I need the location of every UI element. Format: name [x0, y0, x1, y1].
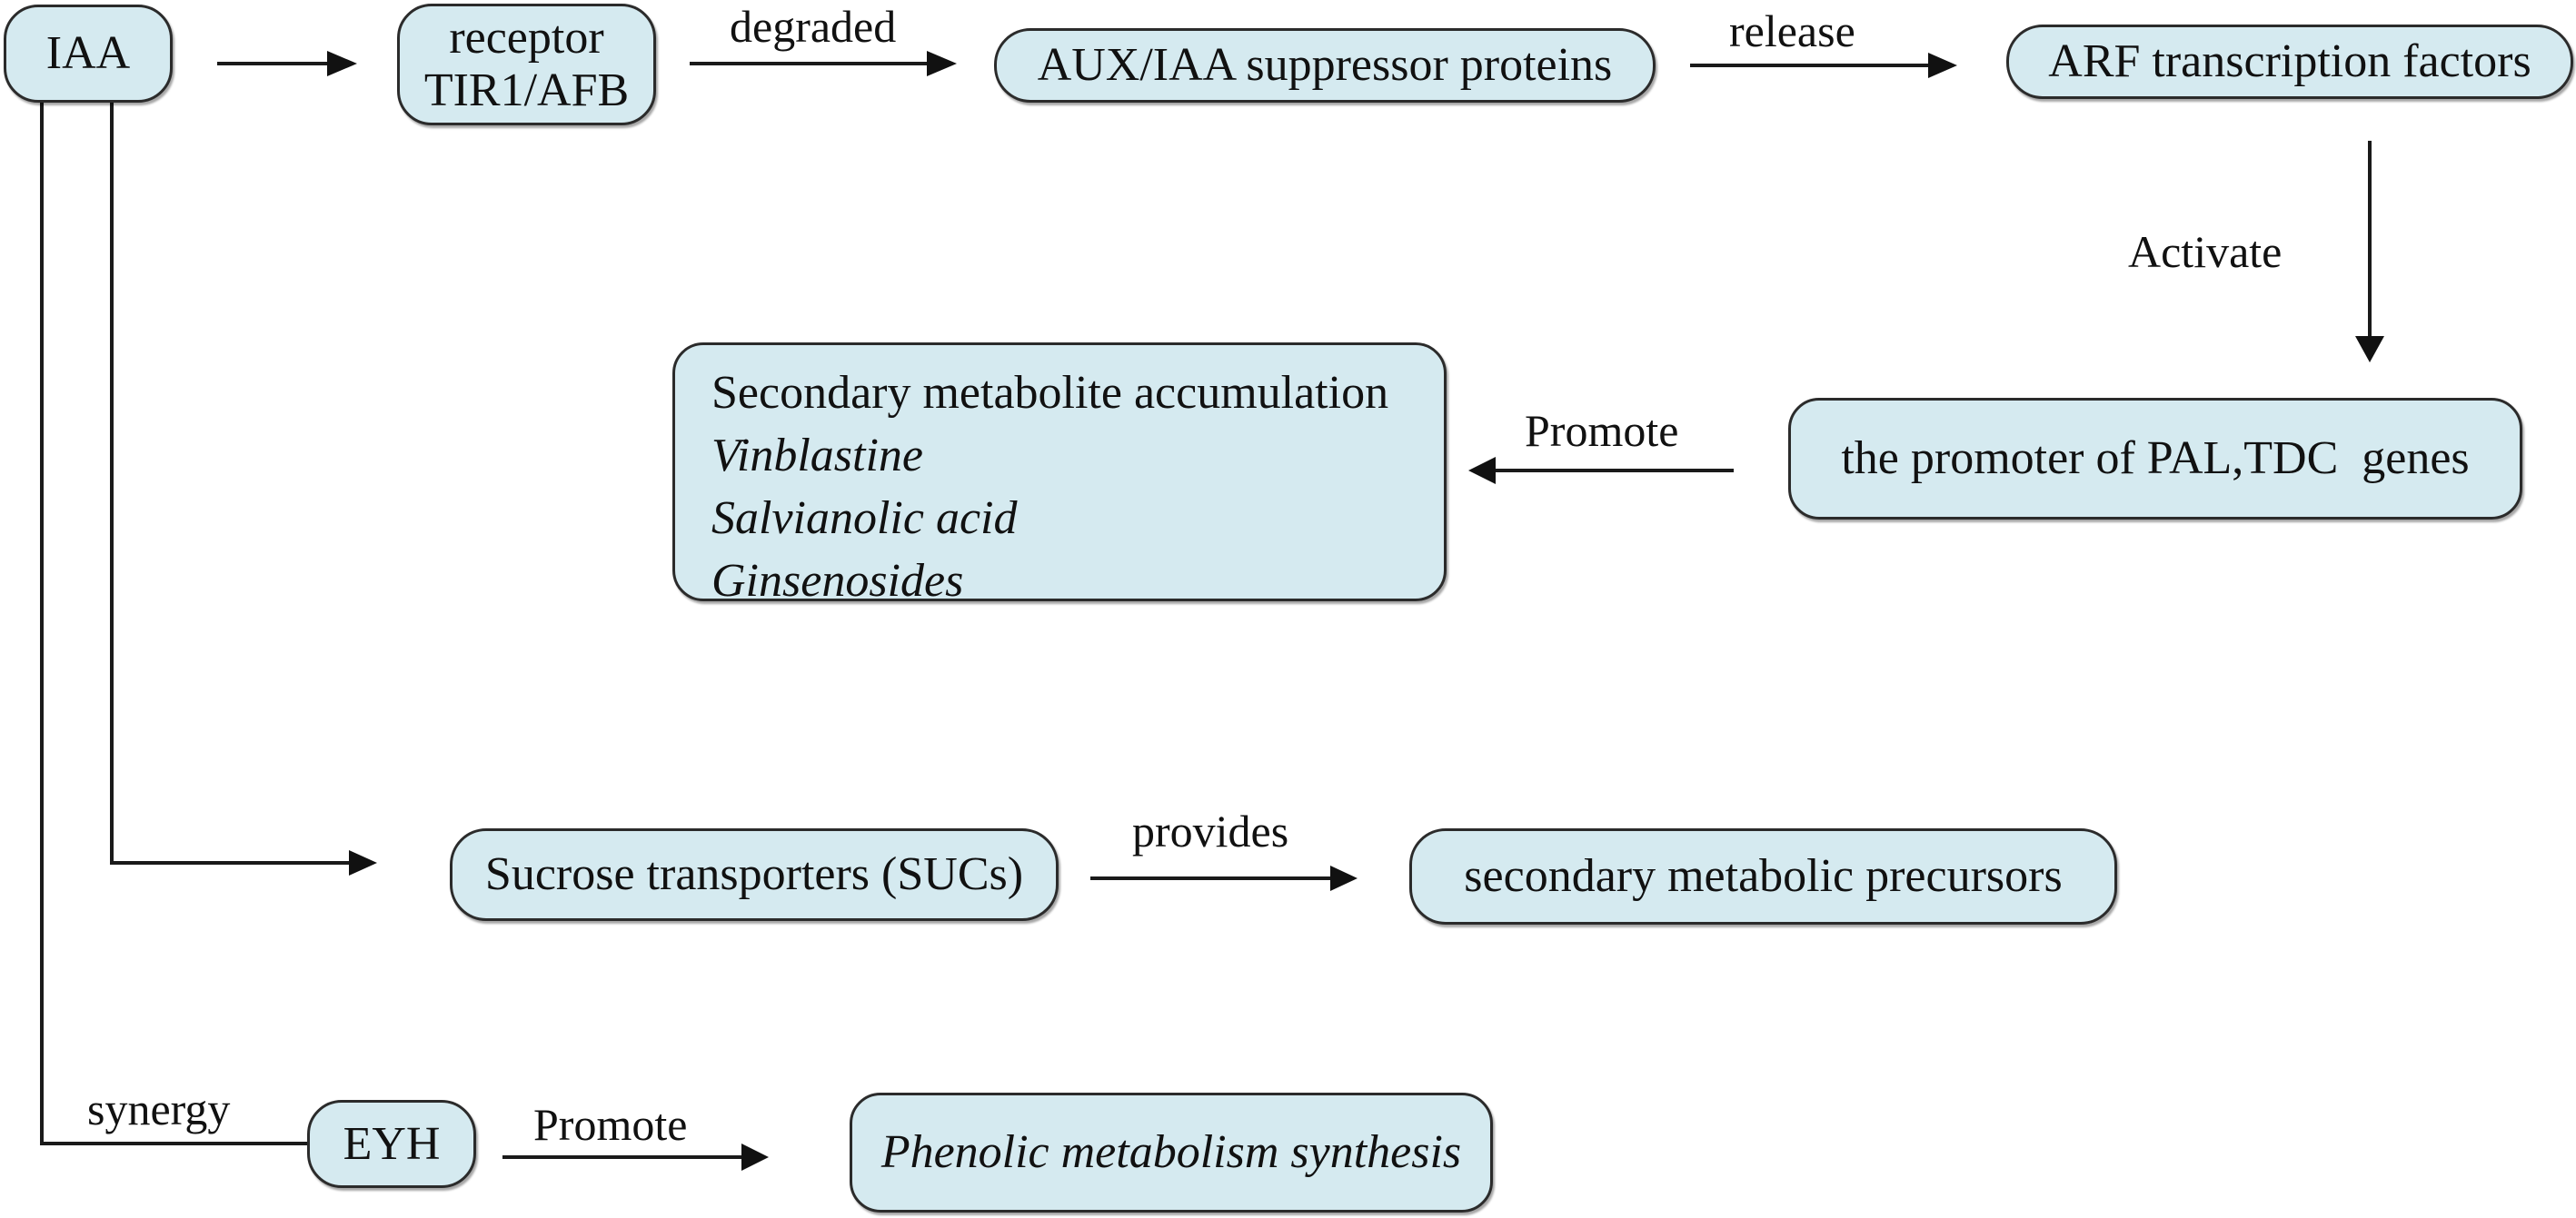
metabolite-item: Salvianolic acid — [711, 492, 1018, 544]
arrowhead-sucrose-to-precursors — [1330, 866, 1358, 891]
node-arf-label: ARF transcription factors — [2048, 35, 2531, 88]
node-secondary-metabolic-precursors: secondary metabolic precursors — [1409, 828, 2117, 925]
metabolite-item: Vinblastine — [711, 430, 924, 481]
node-eyh-label: EYH — [343, 1117, 441, 1170]
node-iaa: IAA — [4, 5, 173, 103]
node-phenolic-metabolism-synthesis: Phenolic metabolism synthesis — [850, 1093, 1493, 1213]
arrowhead-arf-to-pal — [2355, 336, 2384, 362]
node-receptor-tir1-afb: receptor TIR1/AFB — [397, 4, 656, 125]
node-sucrose-label: Sucrose transporters (SUCs) — [484, 848, 1024, 901]
edge-label-release: release — [1729, 5, 1855, 56]
node-precursors-label: secondary metabolic precursors — [1464, 850, 2063, 903]
node-eyh: EYH — [307, 1100, 476, 1188]
arrowhead-receptor-to-aux — [927, 51, 957, 76]
node-arf-transcription-factors: ARF transcription factors — [2006, 25, 2573, 99]
arrowhead-iaa-to-receptor — [327, 51, 357, 76]
edge-label-activate: Activate — [2128, 226, 2283, 277]
connector-iaa-to-eyh — [40, 103, 308, 1145]
edge-label-promote-phenolic: Promote — [533, 1099, 688, 1150]
edge-label-synergy: synergy — [87, 1084, 231, 1134]
arrowhead-pal-to-secondary — [1468, 457, 1496, 484]
node-pal-tdc-promoter: the promoter of PAL,TDC genes — [1788, 398, 2522, 520]
edge-label-provides: provides — [1132, 806, 1289, 857]
arrowhead-aux-to-arf — [1928, 53, 1957, 78]
node-receptor-line2: TIR1/AFB — [423, 64, 630, 116]
node-phenolic-label: Phenolic metabolism synthesis — [880, 1126, 1462, 1179]
arrowhead-eyh-to-phenolic — [741, 1144, 769, 1171]
metabolite-item: Ginsenosides — [711, 555, 964, 607]
arrowhead-iaa-to-sucrose — [349, 850, 377, 876]
edge-label-promote-secondary: Promote — [1525, 405, 1679, 456]
node-pal-tdc-label: the promoter of PAL,TDC genes — [1841, 432, 2470, 485]
node-aux-iaa-suppressor-proteins: AUX/IAA suppressor proteins — [994, 28, 1656, 103]
node-iaa-label: IAA — [45, 27, 131, 80]
node-receptor-line1: receptor — [449, 11, 604, 64]
node-secondary-title: Secondary metabolite accumulation — [711, 367, 1389, 419]
node-secondary-metabolite-accumulation: Secondary metabolite accumulation Vinbla… — [672, 342, 1447, 607]
node-aux-iaa-label: AUX/IAA suppressor proteins — [1037, 39, 1613, 92]
connector-iaa-to-sucrose — [110, 103, 351, 865]
node-sucrose-transporters: Sucrose transporters (SUCs) — [450, 828, 1059, 921]
edge-label-degraded: degraded — [730, 1, 897, 52]
